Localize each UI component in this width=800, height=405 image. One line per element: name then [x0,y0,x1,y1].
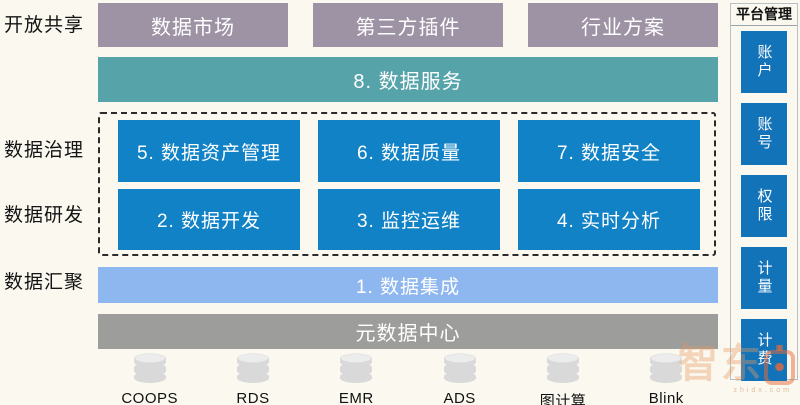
box-data-quality: 6. 数据质量 [318,120,500,182]
bar-data-integration: 1. 数据集成 [98,267,718,303]
panel-box-label: 权限 [755,188,773,224]
dashed-container-governance-development [98,112,716,256]
panel-box-label: 计量 [755,260,773,296]
database-cylinder-icon [441,352,479,388]
box-industry-solutions: 行业方案 [528,3,718,47]
datasource-rds: RDS [201,352,304,405]
datasource-coops: COOPS [98,352,201,405]
datasource-ads: ADS [408,352,511,405]
panel-box-label: 账户 [755,44,773,80]
box-account-number: 账号 [741,103,787,165]
layer-label-open-sharing: 开放共享 [4,15,85,36]
datasource-label: RDS [236,390,270,405]
layer-label-data-development: 数据研发 [4,205,85,226]
datasource-label: Blink [648,390,684,405]
box-data-market: 数据市场 [98,3,288,47]
platform-panel-title: 平台管理 [731,4,797,26]
datasource-label: COOPS [121,390,178,405]
box-data-development: 2. 数据开发 [118,189,300,250]
box-monitoring-operations: 3. 监控运维 [318,189,500,250]
box-data-security: 7. 数据安全 [518,120,700,182]
database-cylinder-icon [131,352,169,388]
datasource-label: ADS [443,390,476,405]
layer-label-data-governance: 数据治理 [4,140,85,161]
datasource-graph-compute: 图计算 [511,352,614,405]
datasource-label: 图计算 [539,393,587,405]
datasource-label: EMR [338,390,374,405]
panel-box-label: 账号 [755,116,773,152]
box-billing: 计费 [741,319,787,381]
panel-box-label: 计费 [755,332,773,368]
bar-data-service: 8. 数据服务 [98,57,718,102]
box-account: 账户 [741,31,787,93]
database-cylinder-icon [234,352,272,388]
box-data-asset-management: 5. 数据资产管理 [118,120,300,182]
box-third-party-plugins: 第三方插件 [313,3,503,47]
box-metering: 计量 [741,247,787,309]
box-realtime-analysis: 4. 实时分析 [518,189,700,250]
datasource-row: COOPS RDS EMR [98,352,718,405]
bar-metadata-center: 元数据中心 [98,314,718,349]
layer-label-data-aggregation: 数据汇聚 [4,272,85,293]
platform-management-panel: 平台管理 账户 账号 权限 计量 计费 [730,3,798,381]
datasource-emr: EMR [305,352,408,405]
database-cylinder-icon [544,352,582,388]
box-permissions: 权限 [741,175,787,237]
database-cylinder-icon [337,352,375,388]
database-cylinder-icon [647,352,685,388]
datasource-blink: Blink [615,352,718,405]
